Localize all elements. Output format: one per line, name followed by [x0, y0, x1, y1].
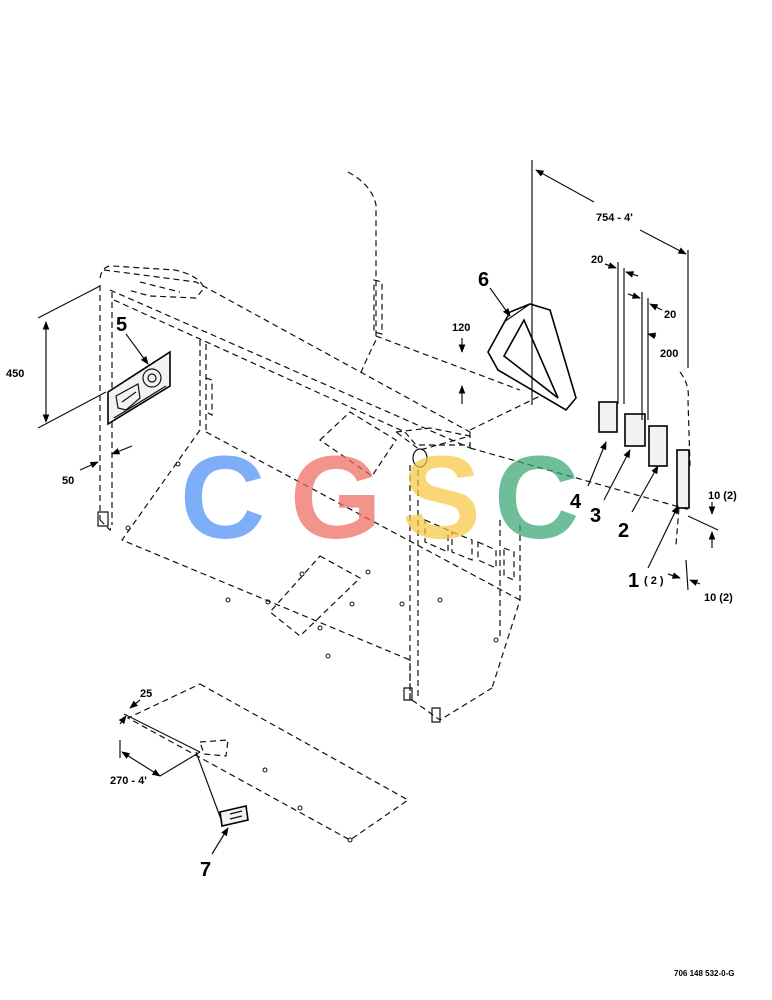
dim-270: 270 - 4': [110, 775, 147, 787]
dimension-lines: [37, 169, 719, 777]
drawing-number: 706 148 532-0-G: [674, 969, 735, 978]
decal-3: [624, 413, 646, 447]
watermark-letter-1: C: [180, 432, 265, 564]
callout-leaders: [125, 287, 679, 855]
decal-1: [676, 449, 690, 509]
dim-25: 25: [140, 688, 152, 700]
decal-4: [598, 401, 618, 433]
callout-6: 6: [478, 269, 489, 291]
main-panel-outline: [97, 171, 691, 723]
decal-2: [648, 425, 668, 467]
dim-120: 120: [452, 322, 470, 334]
decal-5: [107, 350, 171, 426]
decal-7: [219, 805, 249, 827]
callout-2: 2: [618, 520, 629, 542]
callout-3: 3: [590, 505, 601, 527]
decal-6-triangle: [487, 303, 577, 412]
dim-450: 450: [6, 368, 24, 380]
dim-10-vertical: 10 (2): [708, 490, 737, 502]
dim-20-left: 20: [591, 254, 603, 266]
decal-group-1-4: [531, 160, 690, 509]
callout-1-quantity: ( 2 ): [644, 575, 664, 587]
callout-4: 4: [570, 491, 582, 513]
watermark-letter-4: C: [494, 432, 579, 564]
watermark-letter-2: G: [290, 432, 382, 564]
dim-754: 754 - 4': [596, 212, 633, 224]
dim-200: 200: [660, 348, 678, 360]
watermark-letter-3: S: [402, 432, 481, 564]
dim-50: 50: [62, 475, 74, 487]
cgsc-watermark: C G S C: [180, 432, 579, 564]
callout-7: 7: [200, 859, 211, 881]
callout-5: 5: [116, 314, 127, 336]
callout-1: 1: [628, 570, 639, 592]
dim-20-right: 20: [664, 309, 676, 321]
dim-10-horizontal: 10 (2): [704, 592, 733, 604]
lower-plate: [126, 683, 410, 843]
